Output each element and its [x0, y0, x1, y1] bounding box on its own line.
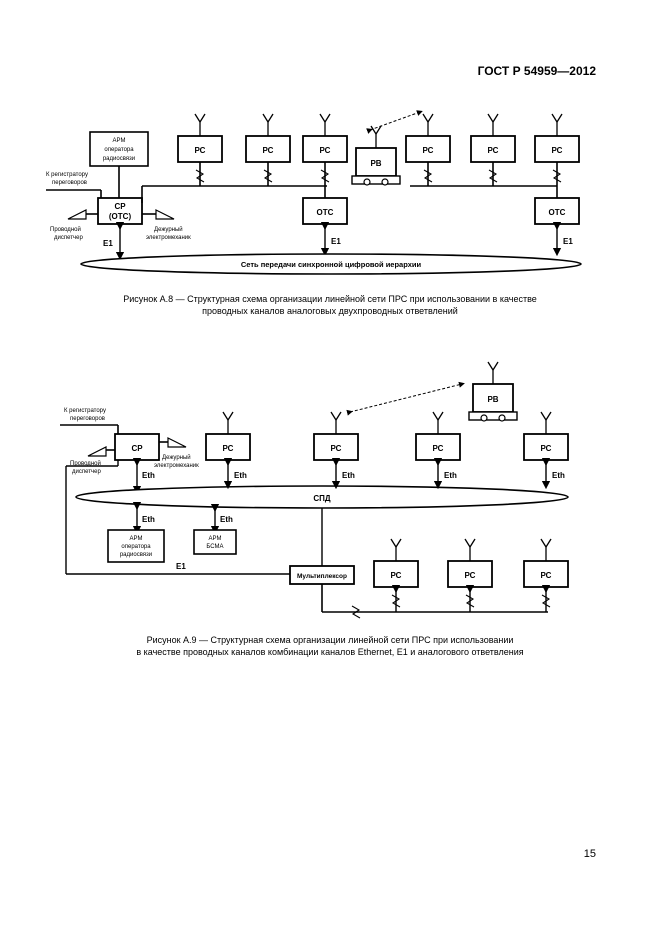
svg-text:Eth: Eth — [552, 471, 565, 480]
electrician-a9-label-1: Дежурный — [162, 454, 191, 461]
electrician-a9-label-2: электромеханик — [154, 463, 199, 469]
spd-label: СПД — [313, 494, 331, 503]
arm-operator-3: радиосвязи — [120, 552, 152, 558]
figure-a9: К регистратору переговоров СР Проводной … — [60, 361, 569, 619]
e1-label-a9: E1 — [176, 562, 186, 571]
caption-a8: Рисунок А.8 — Структурная схема организа… — [60, 293, 600, 317]
dispatcher-a9-label-2: диспетчер — [72, 469, 101, 475]
rs-station-1: РС — [177, 113, 223, 186]
dispatcher-icon — [67, 209, 87, 220]
eth-arm-bsma: Eth — [220, 515, 233, 524]
arm-bsma-2: БСМА — [206, 544, 223, 550]
rs-station-2: РС — [245, 113, 291, 186]
svg-text:РС: РС — [263, 146, 274, 155]
caption-a9-line2: в качестве проводных каналов комбинации … — [136, 647, 524, 657]
svg-text:Eth: Eth — [444, 471, 457, 480]
rs-station-6: РС — [534, 113, 580, 198]
page-number: 15 — [583, 848, 596, 860]
ots-label-1: ОТС — [317, 208, 334, 217]
registrator-label-2: переговоров — [52, 180, 87, 186]
arm-bsma-1: АРМ — [209, 536, 222, 542]
rs-a9-6: РС — [447, 538, 493, 612]
electrician-icon — [155, 209, 175, 220]
svg-text:РС: РС — [223, 444, 234, 453]
svg-text:РС: РС — [552, 146, 563, 155]
cp-label-a9: СР — [131, 444, 143, 453]
e1-label-1: E1 — [103, 239, 113, 248]
rv-vehicle-a9: РВ — [468, 361, 518, 422]
rs-a9-3: РС Eth — [415, 411, 461, 490]
eth-arm-operator: Eth — [142, 515, 155, 524]
dispatcher-label-1: Проводной — [50, 226, 81, 233]
rs-a9-2: РС Eth — [313, 411, 359, 490]
arm-label-3: радиосвязи — [103, 156, 135, 162]
svg-text:РВ: РВ — [370, 159, 381, 168]
svg-text:РС: РС — [433, 444, 444, 453]
sdh-network — [80, 253, 582, 275]
caption-a9-line1: Рисунок А.9 — Структурная схема организа… — [146, 635, 514, 645]
registrator-label-a9-1: К регистратору — [64, 408, 106, 414]
rs-station-5: РС — [470, 113, 516, 186]
svg-text:РС: РС — [488, 146, 499, 155]
electrician-label-2: электромеханик — [146, 235, 191, 241]
svg-text:Eth: Eth — [234, 471, 247, 480]
e1-label-3: E1 — [563, 237, 573, 246]
svg-text:РС: РС — [320, 146, 331, 155]
electrician-icon-a9 — [167, 437, 187, 448]
svg-text:РС: РС — [423, 146, 434, 155]
document-header: ГОСТ Р 54959—2012 — [477, 64, 596, 78]
caption-a8-line2: проводных каналов аналоговых двухпроводн… — [202, 306, 458, 316]
arm-operator-box — [107, 529, 165, 563]
registrator-label-a9-2: переговоров — [70, 416, 105, 422]
svg-text:РС: РС — [541, 444, 552, 453]
arm-box — [89, 131, 149, 167]
arm-label-2: оператора — [104, 147, 134, 153]
cp-label-1: СР — [114, 202, 126, 211]
cp-label-2: (ОТС) — [109, 212, 132, 221]
svg-text:РС: РС — [195, 146, 206, 155]
svg-text:РС: РС — [331, 444, 342, 453]
svg-text:РВ: РВ — [487, 395, 498, 404]
figure-a8: АРМ оператора радиосвязи К регистратору … — [46, 110, 582, 275]
caption-a8-line1: Рисунок А.8 — Структурная схема организа… — [123, 294, 537, 304]
svg-text:РС: РС — [541, 571, 552, 580]
arm-operator-2: оператора — [121, 544, 151, 550]
electrician-label-1: Дежурный — [154, 226, 183, 233]
eth-cp: Eth — [142, 471, 155, 480]
arm-bsma-box — [193, 529, 237, 555]
rv-vehicle: РВ — [351, 125, 401, 186]
arm-label-1: АРМ — [113, 138, 126, 144]
arm-operator-1: АРМ — [130, 536, 143, 542]
network-label: Сеть передачи синхронной цифровой иерарх… — [241, 260, 422, 269]
svg-text:РС: РС — [465, 571, 476, 580]
ots-label-2: ОТС — [549, 208, 566, 217]
cp-box-a9 — [114, 433, 160, 461]
rs-station-3: РС — [302, 113, 348, 198]
caption-a9: Рисунок А.9 — Структурная схема организа… — [60, 634, 600, 658]
dispatcher-icon-a9 — [87, 446, 107, 457]
e1-label-2: E1 — [331, 237, 341, 246]
registrator-label-1: К регистратору — [46, 172, 88, 178]
rs-station-4: РС — [405, 113, 451, 186]
rs-a9-1: РС Eth — [205, 411, 251, 490]
rs-a9-7: РС — [523, 538, 569, 612]
dispatcher-a9-label-1: Проводной — [70, 460, 101, 467]
dispatcher-label-2: диспетчер — [54, 235, 83, 241]
cp-ots-box — [97, 197, 143, 225]
rs-a9-4: РС Eth — [523, 411, 569, 490]
rs-a9-5: РС — [373, 538, 419, 612]
svg-text:РС: РС — [391, 571, 402, 580]
multiplexer-label: Мультиплексор — [297, 573, 347, 580]
svg-text:Eth: Eth — [342, 471, 355, 480]
